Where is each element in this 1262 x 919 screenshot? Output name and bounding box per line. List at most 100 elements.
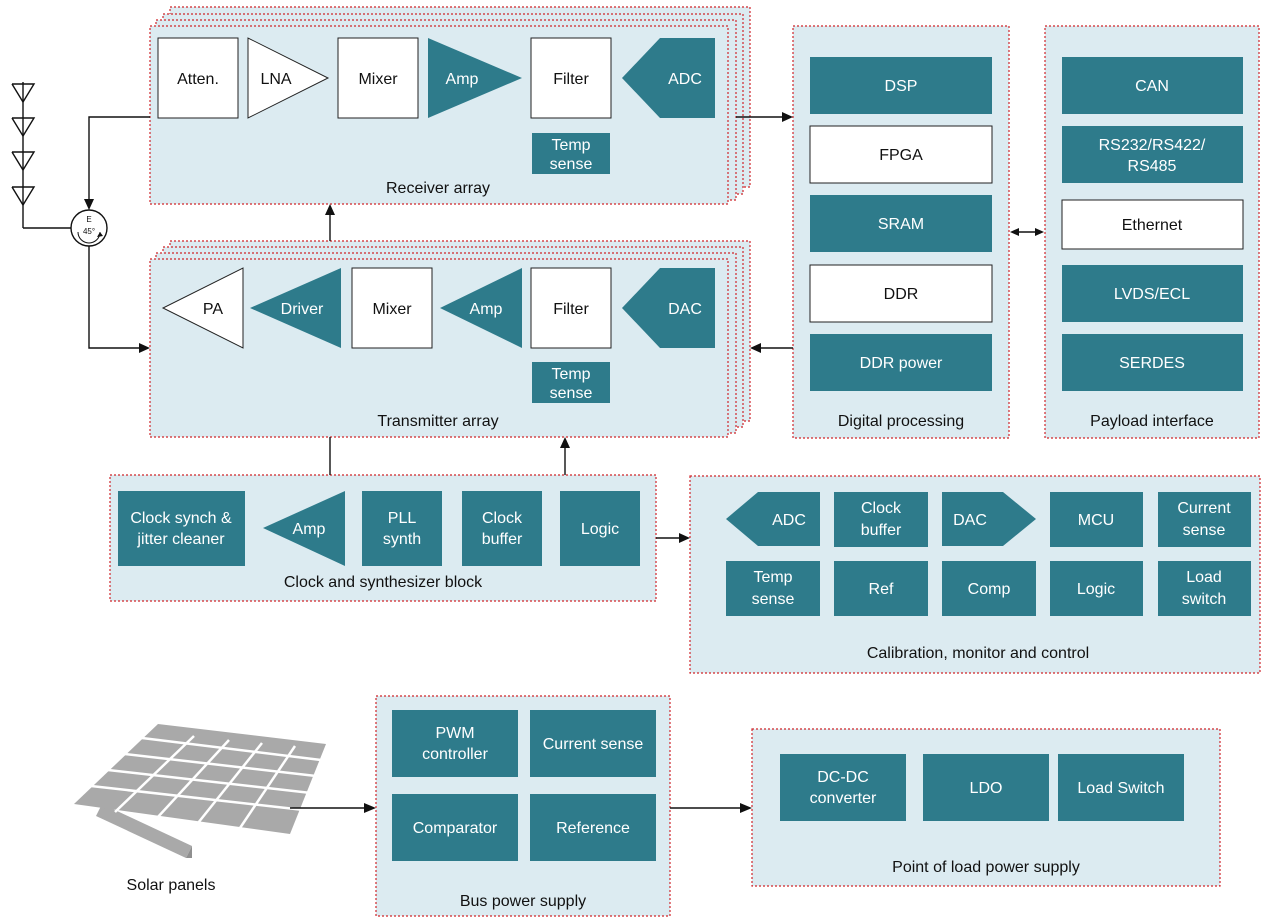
rs232-label-1: RS232/RS422/ (1099, 137, 1206, 154)
digital-processing-title: Digital processing (838, 413, 964, 430)
clock-logic-label: Logic (581, 521, 619, 538)
bus-power-supply: PWM controller Current sense Comparator … (375, 695, 671, 917)
tx-pa-label: PA (203, 301, 223, 318)
cal-temp-sense-block (726, 561, 820, 616)
clock-logic-block (560, 491, 640, 566)
comparator-label: Comparator (413, 820, 498, 837)
can-label: CAN (1135, 78, 1169, 95)
transmitter-array: PA Driver Mixer Amp Filter DAC Temp sens… (149, 240, 751, 438)
ref-label: Ref (869, 581, 894, 598)
antenna-element-1-icon (11, 83, 36, 104)
cal-current-label-1: Current (1177, 500, 1231, 517)
clock-to-tx-arrowhead (560, 437, 570, 448)
rx-temp-label-2: sense (550, 156, 593, 173)
sram-block (810, 195, 992, 252)
lvds-label: LVDS/ECL (1114, 286, 1190, 303)
rx-amp-amplifier (428, 38, 522, 118)
solar-panels-label: Solar panels (127, 877, 216, 894)
cal-current-sense-block (1158, 492, 1251, 547)
rx-mixer-label: Mixer (358, 71, 398, 88)
clock-buffer-label-2: buffer (482, 531, 523, 548)
ddr-power-label: DDR power (860, 355, 943, 372)
circulator-to-tx-arrowhead (139, 343, 150, 353)
ddr-label: DDR (884, 286, 919, 303)
tx-driver-amplifier (250, 268, 341, 348)
bus-to-pol-arrowhead (740, 803, 752, 813)
tx-mixer-label: Mixer (372, 301, 412, 318)
ethernet-label: Ethernet (1122, 217, 1183, 234)
dcdc-label-2: converter (810, 790, 877, 807)
rx-filter-block (530, 37, 612, 119)
antenna-element-3-icon (11, 151, 36, 172)
pwm-controller-block (392, 710, 518, 777)
cal-clock-buffer-block (834, 492, 928, 547)
tx-amp-amplifier (440, 268, 522, 348)
payload-interface-title: Payload interface (1090, 413, 1214, 430)
reference-block (530, 794, 656, 861)
cal-temp-label-1: Temp (753, 569, 792, 586)
lvds-block (1062, 265, 1243, 322)
bus-current-sense-label: Current sense (543, 736, 644, 753)
rs232-label-2: RS485 (1128, 158, 1177, 175)
ldo-label: LDO (970, 780, 1003, 797)
pll-synth-block (362, 491, 442, 566)
cal-temp-label-2: sense (752, 591, 795, 608)
antenna-element-4-icon (11, 186, 36, 207)
load-switch-label-2: switch (1182, 591, 1226, 608)
clock-buffer-label-1: Clock (482, 510, 523, 527)
mcu-label: MCU (1078, 512, 1114, 529)
rx-temp-label-1: Temp (551, 137, 590, 154)
cal-current-label-2: sense (1183, 522, 1226, 539)
pll-label-2: synth (383, 531, 421, 548)
payload-interface: CAN RS232/RS422/ RS485 Ethernet LVDS/ECL… (1044, 25, 1260, 439)
point-of-load-power-supply: DC-DC converter LDO Load Switch Point of… (751, 728, 1221, 887)
digital-processing: DSP FPGA SRAM DDR DDR power Digital proc… (792, 25, 1010, 439)
connectors (84, 112, 1044, 813)
receiver-array-title: Receiver array (386, 180, 490, 197)
tx-temp-sense-block (532, 362, 610, 403)
rx-to-digital-arrowhead (782, 112, 793, 122)
digital-payload-arrowhead-left (1010, 228, 1019, 236)
antenna-array: E 45° (11, 82, 108, 247)
clock-amp-amplifier (263, 491, 345, 566)
tx-filter-block (530, 267, 612, 349)
rx-atten-block (157, 37, 239, 119)
fpga-block (809, 125, 993, 184)
dcdc-converter-block (780, 754, 906, 821)
circulator-to-tx-line (88, 246, 140, 349)
pll-label-1: PLL (388, 510, 417, 527)
clock-buffer-block (462, 491, 542, 566)
tx-dac-label: DAC (668, 301, 702, 318)
rx-mixer-block (337, 37, 419, 119)
can-block (1062, 57, 1243, 114)
solar-panels: Solar panels (74, 724, 326, 894)
serdes-label: SERDES (1119, 355, 1185, 372)
solar-panel-stand-icon (96, 804, 192, 858)
cal-dac-label: DAC (953, 512, 987, 529)
pwm-label-2: controller (422, 746, 488, 763)
clock-amp-label: Amp (293, 521, 326, 538)
ddr-power-block (810, 334, 992, 391)
rx-adc-label: ADC (668, 71, 702, 88)
pol-load-switch-label: Load Switch (1077, 780, 1164, 797)
load-switch-block (1158, 561, 1251, 616)
ddr-block (809, 264, 993, 323)
dcdc-label-1: DC-DC (817, 769, 869, 786)
rx-lna-label: LNA (260, 71, 291, 88)
dsp-block (810, 57, 992, 114)
mcu-block (1050, 492, 1143, 547)
rx-amp-label: Amp (446, 71, 479, 88)
clock-synch-label-1: Clock synch & (130, 510, 232, 527)
pwm-label-1: PWM (435, 725, 474, 742)
circulator-angle-label: 45° (83, 227, 95, 236)
clock-synthesizer-title: Clock and synthesizer block (284, 574, 483, 591)
tx-dac-block (622, 268, 715, 348)
clock-synch-block (118, 491, 245, 566)
rx-atten-label: Atten. (177, 71, 219, 88)
calibration-monitor-control: ADC Clock buffer DAC MCU Current sense T… (689, 475, 1261, 674)
clock-synch-label-2: jitter cleaner (136, 531, 225, 548)
clock-synthesizer-block: Clock synch & jitter cleaner Amp PLL syn… (109, 474, 657, 602)
tx-temp-label-1: Temp (551, 366, 590, 383)
circulator-arrow-icon (97, 232, 103, 237)
